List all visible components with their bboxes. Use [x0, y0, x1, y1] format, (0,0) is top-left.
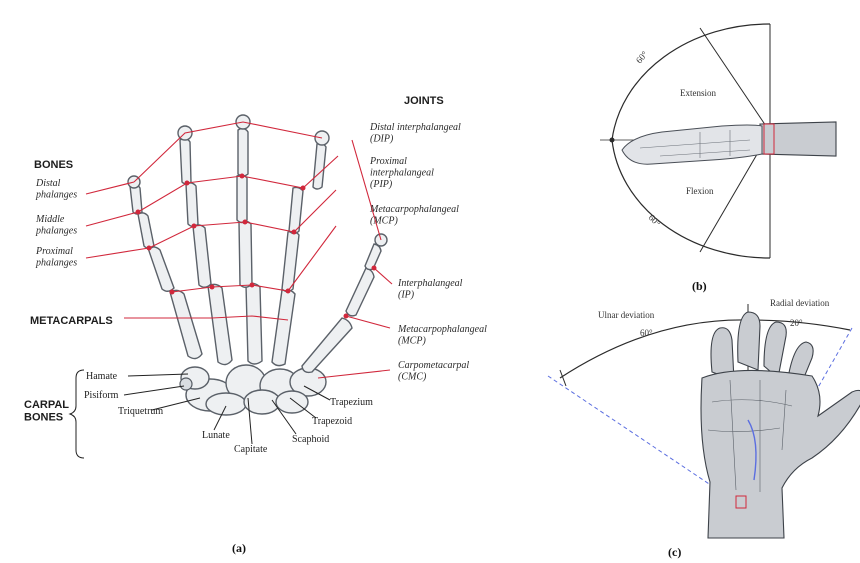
flexion-label: Flexion [686, 186, 714, 196]
middle-phalanges [138, 175, 303, 249]
distal-phalanges [128, 115, 387, 270]
label-capitate: Capitate [234, 444, 268, 455]
joints-header: JOINTS [404, 95, 444, 107]
carpal-bones [180, 365, 326, 415]
caption-c: (c) [668, 545, 681, 559]
bones-header: BONES [34, 159, 73, 171]
radial-deviation-label: Radial deviation [770, 298, 830, 308]
ulnar-deviation-label: Ulnar deviation [598, 310, 655, 320]
panel-c-deviation: Ulnar deviation Radial deviation 60° 20°… [548, 298, 860, 559]
hand-palm-view [701, 312, 860, 538]
ulnar-angle: 60° [640, 328, 653, 338]
hand-side-view [622, 125, 762, 164]
label-dip: Distal interphalangeal(DIP) [369, 122, 461, 145]
label-trapezoid: Trapezoid [312, 416, 352, 427]
extension-label: Extension [680, 88, 716, 98]
radial-angle: 20° [790, 318, 803, 328]
label-mcp-thumb: Metacarpophalangeal(MCP) [397, 324, 487, 347]
label-scaphoid: Scaphoid [292, 434, 329, 445]
label-lunate: Lunate [202, 430, 230, 441]
label-cmc: Carpometacarpal(CMC) [398, 360, 469, 383]
angle-flexion: 60° [647, 212, 663, 228]
label-ip: Interphalangeal(IP) [397, 278, 463, 301]
panel-b-flexion-extension: Extension Flexion 60° 60° (b) [600, 24, 836, 293]
label-triquetrum: Triquetrum [118, 406, 163, 417]
metacarpals-header: METACARPALS [30, 315, 113, 327]
label-hamate: Hamate [86, 371, 118, 382]
caption-b: (b) [692, 279, 707, 293]
label-pisiform: Pisiform [84, 390, 119, 401]
caption-a: (a) [232, 541, 246, 555]
forearm [760, 122, 836, 156]
metacarpal-bones [170, 283, 352, 372]
angle-extension: 60° [634, 49, 650, 65]
label-mcp-fingers: Metacarpophalangeal(MCP) [369, 204, 459, 227]
label-trapezium: Trapezium [330, 397, 373, 408]
